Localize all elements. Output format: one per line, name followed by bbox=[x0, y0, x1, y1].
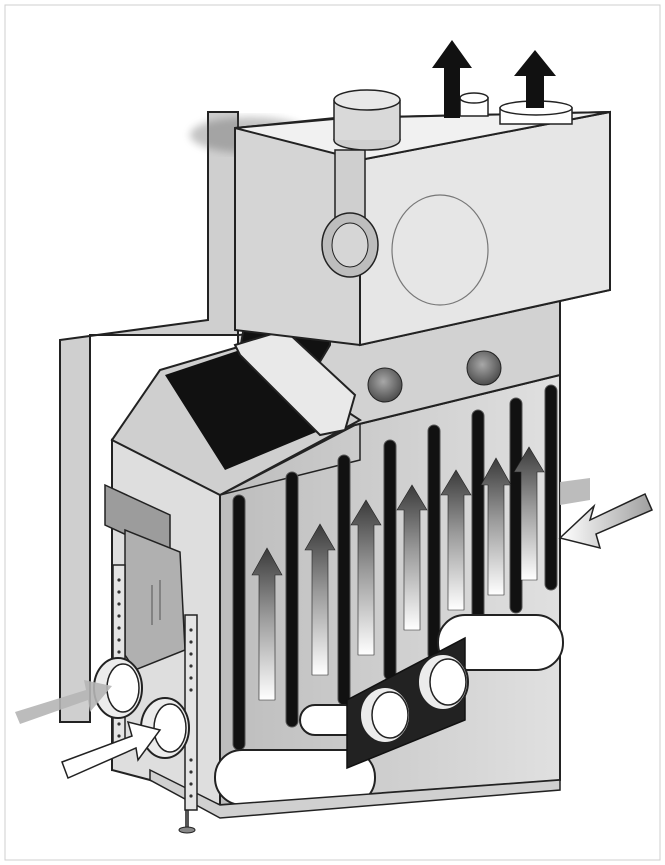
slot bbox=[472, 410, 484, 635]
intake-tube bbox=[360, 687, 410, 743]
knob bbox=[368, 368, 402, 402]
slot bbox=[428, 425, 440, 660]
slot bbox=[510, 398, 522, 613]
slot bbox=[338, 455, 350, 705]
slot bbox=[286, 472, 298, 727]
flue-collar bbox=[334, 90, 400, 150]
slot bbox=[233, 495, 245, 750]
side-air-in-arrows bbox=[560, 478, 652, 548]
knob bbox=[467, 351, 501, 385]
intake-tube bbox=[418, 654, 468, 710]
slot bbox=[545, 385, 557, 590]
arrow-up-icon bbox=[514, 50, 556, 108]
slot bbox=[384, 440, 396, 680]
hot-air-out-arrows bbox=[432, 40, 556, 118]
